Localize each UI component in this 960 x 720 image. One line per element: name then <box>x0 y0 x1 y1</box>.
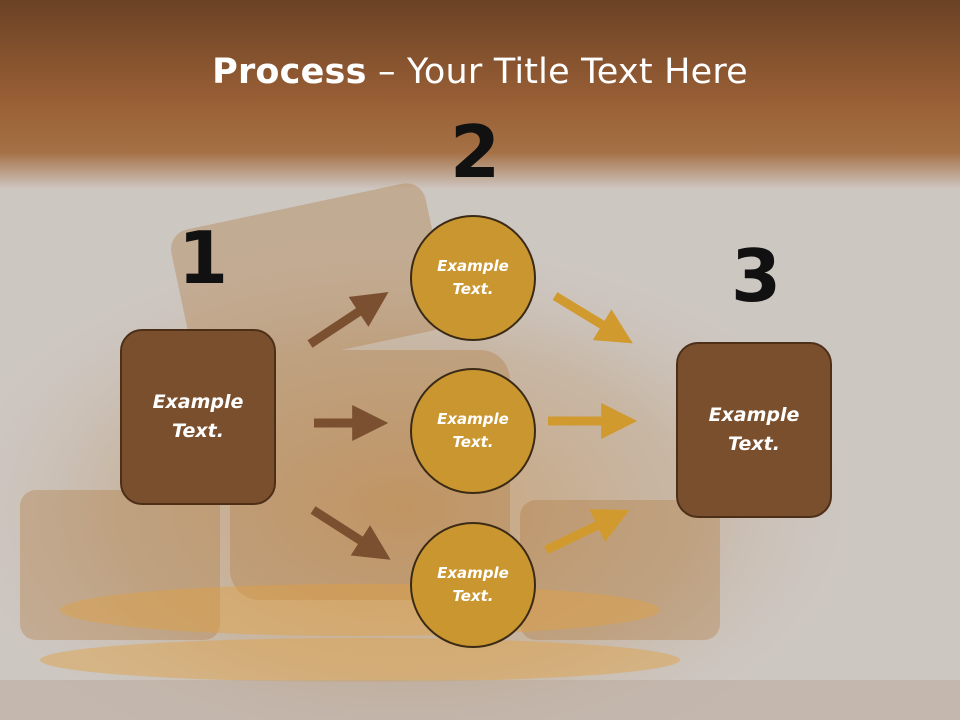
step-number-3: 3 <box>731 234 782 318</box>
process-circle-middle: Example Text. <box>410 368 536 494</box>
circle-middle-line1: Example <box>437 410 509 428</box>
process-circle-bottom: Example Text. <box>410 522 536 648</box>
circle-bottom-line1: Example <box>437 564 509 582</box>
right-process-box: Example Text. <box>676 342 832 518</box>
step-number-1: 1 <box>178 216 229 300</box>
arrow-left-to-bottom <box>310 506 391 560</box>
circle-middle-line2: Text. <box>452 433 494 451</box>
title-rest: – Your Title Text Here <box>366 52 748 92</box>
arrow-top-to-right <box>552 292 633 344</box>
step-number-2: 2 <box>450 110 501 194</box>
left-box-line1: Example <box>152 391 244 413</box>
right-box-line1: Example <box>708 404 800 426</box>
left-box-line2: Text. <box>172 420 224 442</box>
slide-title: Process – Your Title Text Here <box>0 52 960 92</box>
left-process-box: Example Text. <box>120 329 276 505</box>
arrow-left-to-top <box>307 292 389 348</box>
circle-top-line1: Example <box>437 257 509 275</box>
process-circle-top: Example Text. <box>410 215 536 341</box>
circle-bottom-line2: Text. <box>452 587 494 605</box>
arrow-bottom-to-right <box>544 509 630 555</box>
right-box-line2: Text. <box>728 433 780 455</box>
circle-top-line2: Text. <box>452 280 494 298</box>
title-bold: Process <box>212 52 367 92</box>
